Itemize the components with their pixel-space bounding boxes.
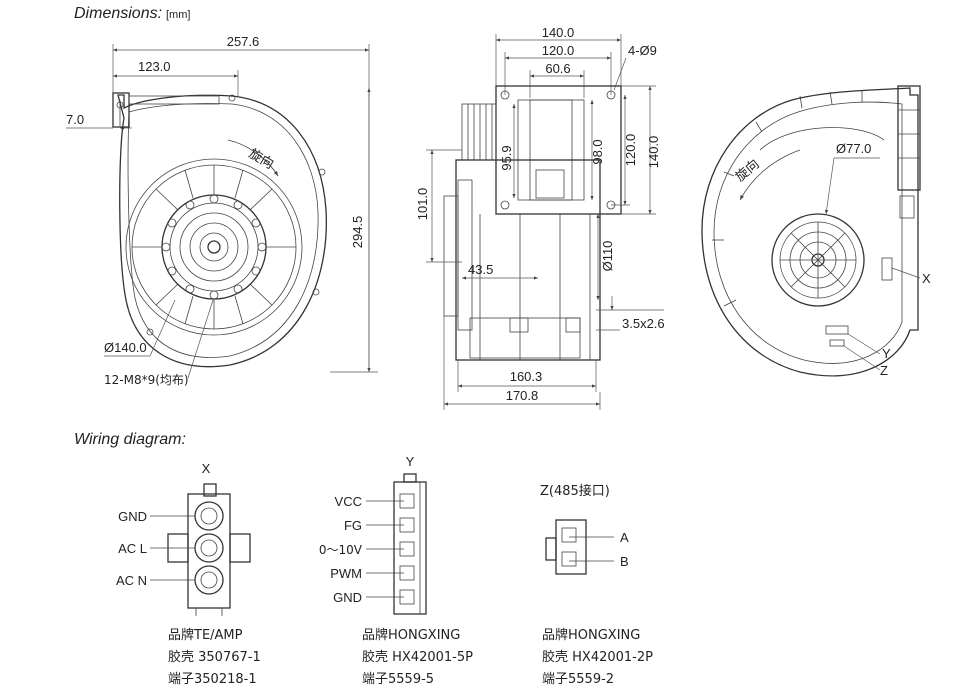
connector-z: Z(485接口) A B 品牌HONGXING 胶壳 HX42001-2P 端子… bbox=[540, 483, 653, 687]
pin-label: AC L bbox=[118, 541, 147, 556]
terminal-label: 端子5559-2 bbox=[542, 672, 614, 687]
dim-inner-height: 98.0 bbox=[590, 139, 605, 164]
dim-hole-spacing-v: 120.0 bbox=[623, 134, 638, 167]
dim-depth-inner: 160.3 bbox=[510, 369, 543, 384]
connector-y: Y VCC FG 0～10V PWM GND 品牌HONGXING 胶壳 HX4… bbox=[319, 454, 473, 687]
back-view: Ø77.0 旋向 X Y Z bbox=[701, 85, 931, 378]
housing-label: 胶壳 HX42001-5P bbox=[362, 649, 473, 665]
dimensions-unit: [mm] bbox=[166, 9, 190, 21]
dim-slot: 3.5x2.6 bbox=[622, 316, 665, 331]
connector-x: X GND AC L AC N 品牌TE/AMP 胶壳 350767-1 端子3… bbox=[116, 461, 261, 687]
rotation-label-front: 旋向 bbox=[246, 146, 277, 173]
housing-label: 胶壳 HX42001-2P bbox=[542, 649, 653, 665]
dim-hub-diameter: Ø140.0 bbox=[104, 340, 147, 355]
dim-inlet-diameter: Ø77.0 bbox=[836, 141, 871, 156]
front-view: 257.6 123.0 7.0 294.5 bbox=[66, 34, 378, 387]
brand-label: 品牌TE/AMP bbox=[168, 627, 243, 643]
dimensions-heading: Dimensions: bbox=[74, 5, 162, 22]
connector-title: X bbox=[202, 461, 211, 476]
dim-outlet-height: 95.9 bbox=[499, 145, 514, 170]
dim-motor-diameter: Ø110 bbox=[600, 241, 615, 272]
pin-label: FG bbox=[344, 518, 362, 533]
holes-spec: 4-Ø9 bbox=[628, 43, 657, 58]
connector-z-callout: Z bbox=[880, 363, 888, 378]
pin-label: GND bbox=[118, 509, 147, 524]
connector-x-callout: X bbox=[922, 271, 931, 286]
pin-label: B bbox=[620, 554, 629, 569]
wiring-heading: Wiring diagram: bbox=[74, 431, 186, 448]
brand-label: 品牌HONGXING bbox=[362, 627, 460, 643]
rotation-label-back: 旋向 bbox=[732, 156, 762, 185]
terminal-label: 端子350218-1 bbox=[168, 672, 257, 687]
pin-label: GND bbox=[333, 590, 362, 605]
pin-label: PWM bbox=[330, 566, 362, 581]
pin-label: A bbox=[620, 530, 629, 545]
dim-outlet-width: 60.6 bbox=[545, 61, 570, 76]
dim-hole-spacing: 120.0 bbox=[542, 43, 575, 58]
connector-y-callout: Y bbox=[882, 346, 891, 361]
dim-depth-total: 170.8 bbox=[506, 388, 539, 403]
pin-label: AC N bbox=[116, 573, 147, 588]
connector-title: Z(485接口) bbox=[540, 483, 610, 499]
dim-flange-outer: 140.0 bbox=[542, 25, 575, 40]
terminal-label: 端子5559-5 bbox=[362, 672, 434, 687]
dim-flange-outer-v: 140.0 bbox=[646, 136, 661, 169]
dim-offset: 7.0 bbox=[66, 112, 84, 127]
dim-width: 257.6 bbox=[227, 34, 260, 49]
brand-label: 品牌HONGXING bbox=[542, 627, 640, 643]
connector-title: Y bbox=[406, 454, 415, 469]
side-view: 140.0 120.0 60.6 4-Ø9 98.0 120.0 140.0 bbox=[415, 25, 665, 410]
dim-height: 294.5 bbox=[350, 216, 365, 249]
pin-label: 0～10V bbox=[319, 543, 363, 557]
bolt-spec: 12-M8*9(均布) bbox=[104, 373, 189, 387]
housing-label: 胶壳 350767-1 bbox=[168, 649, 261, 665]
dim-half-width: 123.0 bbox=[138, 59, 171, 74]
dim-motor-height: 101.0 bbox=[415, 188, 430, 221]
pin-label: VCC bbox=[335, 494, 362, 509]
dim-depth-offset: 43.5 bbox=[468, 262, 493, 277]
